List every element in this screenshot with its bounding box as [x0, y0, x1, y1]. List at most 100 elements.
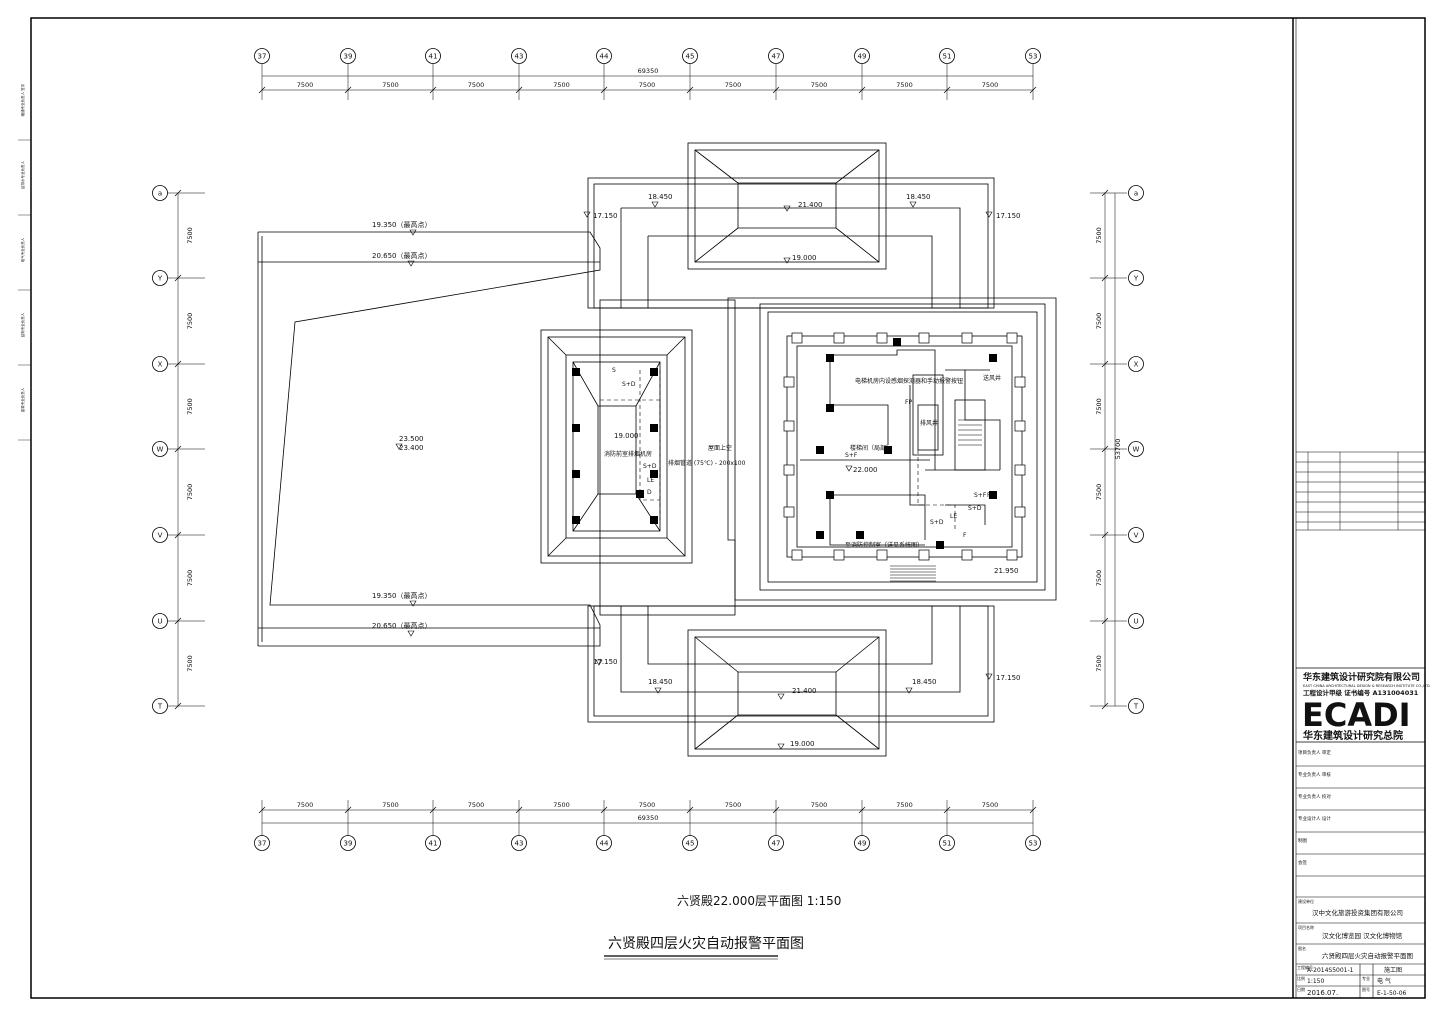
- scale-value: 1:150: [1307, 978, 1324, 985]
- dim-bay-vertical: 7500: [186, 398, 194, 415]
- dim-bay-vertical: 7500: [186, 313, 194, 330]
- hall-column: [1006, 549, 1018, 561]
- dim-bay-vertical: 7500: [186, 655, 194, 672]
- grid-col-label: 49: [858, 840, 867, 848]
- sym-sd-3: S+D: [968, 505, 982, 512]
- hall-column: [1014, 376, 1026, 388]
- title-role-label: 专业负责人 校对: [1298, 793, 1331, 800]
- grid-bubble-col: [1025, 48, 1041, 64]
- grid-bubble-col: [340, 48, 356, 64]
- drawing-label: 图名: [1298, 945, 1306, 951]
- grid-bubble-col: [596, 835, 612, 851]
- top-pavilion: [687, 142, 887, 270]
- grid-bubble-row: [1128, 698, 1144, 714]
- hall-column: [791, 332, 803, 344]
- grid-col-label: 43: [515, 840, 524, 848]
- dim-overall-width: 69350: [638, 67, 659, 75]
- level-room-corner: 21.950: [994, 567, 1019, 575]
- project-name: 汉文化博览园 汉文化博物馆: [1322, 931, 1403, 940]
- grid-col-label: 41: [429, 53, 438, 61]
- sym-le-1: LE: [647, 477, 654, 484]
- grid-row-label: U: [1133, 618, 1138, 626]
- hall-column: [833, 549, 845, 561]
- client-label: 建设单位: [1298, 898, 1314, 904]
- smoke-detector-icon: [572, 516, 580, 524]
- smoke-detector-icon: [636, 490, 644, 498]
- grid-col-label: 47: [772, 53, 781, 61]
- sym-fp-1: FP: [905, 399, 912, 406]
- grid-bubble-col: [854, 48, 870, 64]
- grid-bubble-col: [682, 48, 698, 64]
- grid-bubble-row: [152, 698, 168, 714]
- grid-col-label: 45: [686, 53, 695, 61]
- left-stamp-label: 给排水专业负责人: [20, 161, 25, 189]
- grid-bubble-col: [425, 48, 441, 64]
- grid-bubble-col: [425, 835, 441, 851]
- annot-room-1: 楼梯间（局部）: [850, 444, 892, 452]
- grid-row-label: a: [158, 190, 162, 198]
- plan-title: 六贤殿四层火灾自动报警平面图: [608, 935, 804, 952]
- dim-bay: 7500: [811, 81, 828, 89]
- sym-sf-2: S+F: [974, 492, 987, 499]
- level-top-roof-eave: 19.000: [792, 254, 817, 262]
- level-top-roof-peak: 21.400: [798, 201, 823, 209]
- grid-col-label: 37: [258, 53, 267, 61]
- smoke-detector-icon: [893, 338, 901, 346]
- smoke-detector-icon: [572, 368, 580, 376]
- grid-bubble-row: [1128, 527, 1144, 543]
- alarm-wiring: [800, 349, 1001, 546]
- level-corner-bl: 17.150: [593, 658, 618, 666]
- smoke-detector-icon: [650, 368, 658, 376]
- logo-text: ECADI: [1302, 696, 1411, 734]
- level-left-ridge-upper: 19.350（最高点）: [372, 220, 432, 229]
- level-bottom-roof-eave: 19.000: [790, 740, 815, 748]
- grid-row-label: V: [158, 532, 163, 540]
- dim-bay-vertical: 7500: [186, 227, 194, 244]
- dim-bay-vertical: 7500: [186, 570, 194, 587]
- level-small-pavilion: 19.000: [614, 432, 639, 440]
- dim-bay: 7500: [553, 81, 570, 89]
- grid-bubble-row: [1128, 613, 1144, 629]
- hall-column: [783, 464, 795, 476]
- grid-bubble-col: [939, 835, 955, 851]
- grid-col-label: 51: [943, 840, 952, 848]
- job-no-label: 工程编号: [1297, 964, 1313, 970]
- hall-column: [961, 332, 973, 344]
- dim-bay: 7500: [639, 801, 656, 809]
- dim-bay: 7500: [297, 801, 314, 809]
- hall-column: [783, 376, 795, 388]
- dim-bay: 7500: [382, 801, 399, 809]
- smoke-detector-icon: [884, 446, 892, 454]
- license-no: 工程设计甲级 证书编号 A131004031: [1303, 688, 1419, 697]
- sheet-label: 图号: [1362, 986, 1370, 992]
- left-stamp-label: 电气专业负责人: [20, 237, 25, 262]
- dim-bay: 7500: [982, 801, 999, 809]
- scale-label: 比例: [1297, 975, 1305, 981]
- hall-stair: [958, 419, 982, 446]
- annot-roof: 屋面上空: [708, 444, 732, 452]
- dim-bay: 7500: [639, 81, 656, 89]
- hall-column: [918, 332, 930, 344]
- left-stamp-label: 结构专业负责人: [20, 312, 25, 337]
- dim-bay-vertical: 7500: [1095, 227, 1103, 244]
- level-left-ridge-lower: 19.350（最高点）: [372, 591, 432, 600]
- level-corner-tl: 17.150: [593, 212, 618, 220]
- grid-bubbles: 3737393941414343444445454747494951515353…: [152, 48, 1144, 851]
- stage: 施工图: [1384, 966, 1402, 974]
- smoke-detector-icon: [650, 470, 658, 478]
- stair-steps: [890, 565, 936, 582]
- sym-sd-2: S+D: [643, 463, 657, 470]
- left-stamp-label: 建筑专业负责人: [20, 387, 25, 412]
- grid-row-label: Y: [1133, 275, 1139, 283]
- hall-column: [961, 549, 973, 561]
- smoke-detector-icon: [936, 541, 944, 549]
- grid-bubble-row: [152, 356, 168, 372]
- level-bottom-roof-peak: 21.400: [792, 687, 817, 695]
- grid-col-label: 39: [344, 840, 353, 848]
- title-role-label: 专业设计人 设计: [1298, 815, 1331, 822]
- dim-bay: 7500: [725, 81, 742, 89]
- grid-row-label: W: [1133, 446, 1140, 454]
- hall-columns: [783, 332, 1026, 561]
- grid-lines: [168, 63, 1127, 836]
